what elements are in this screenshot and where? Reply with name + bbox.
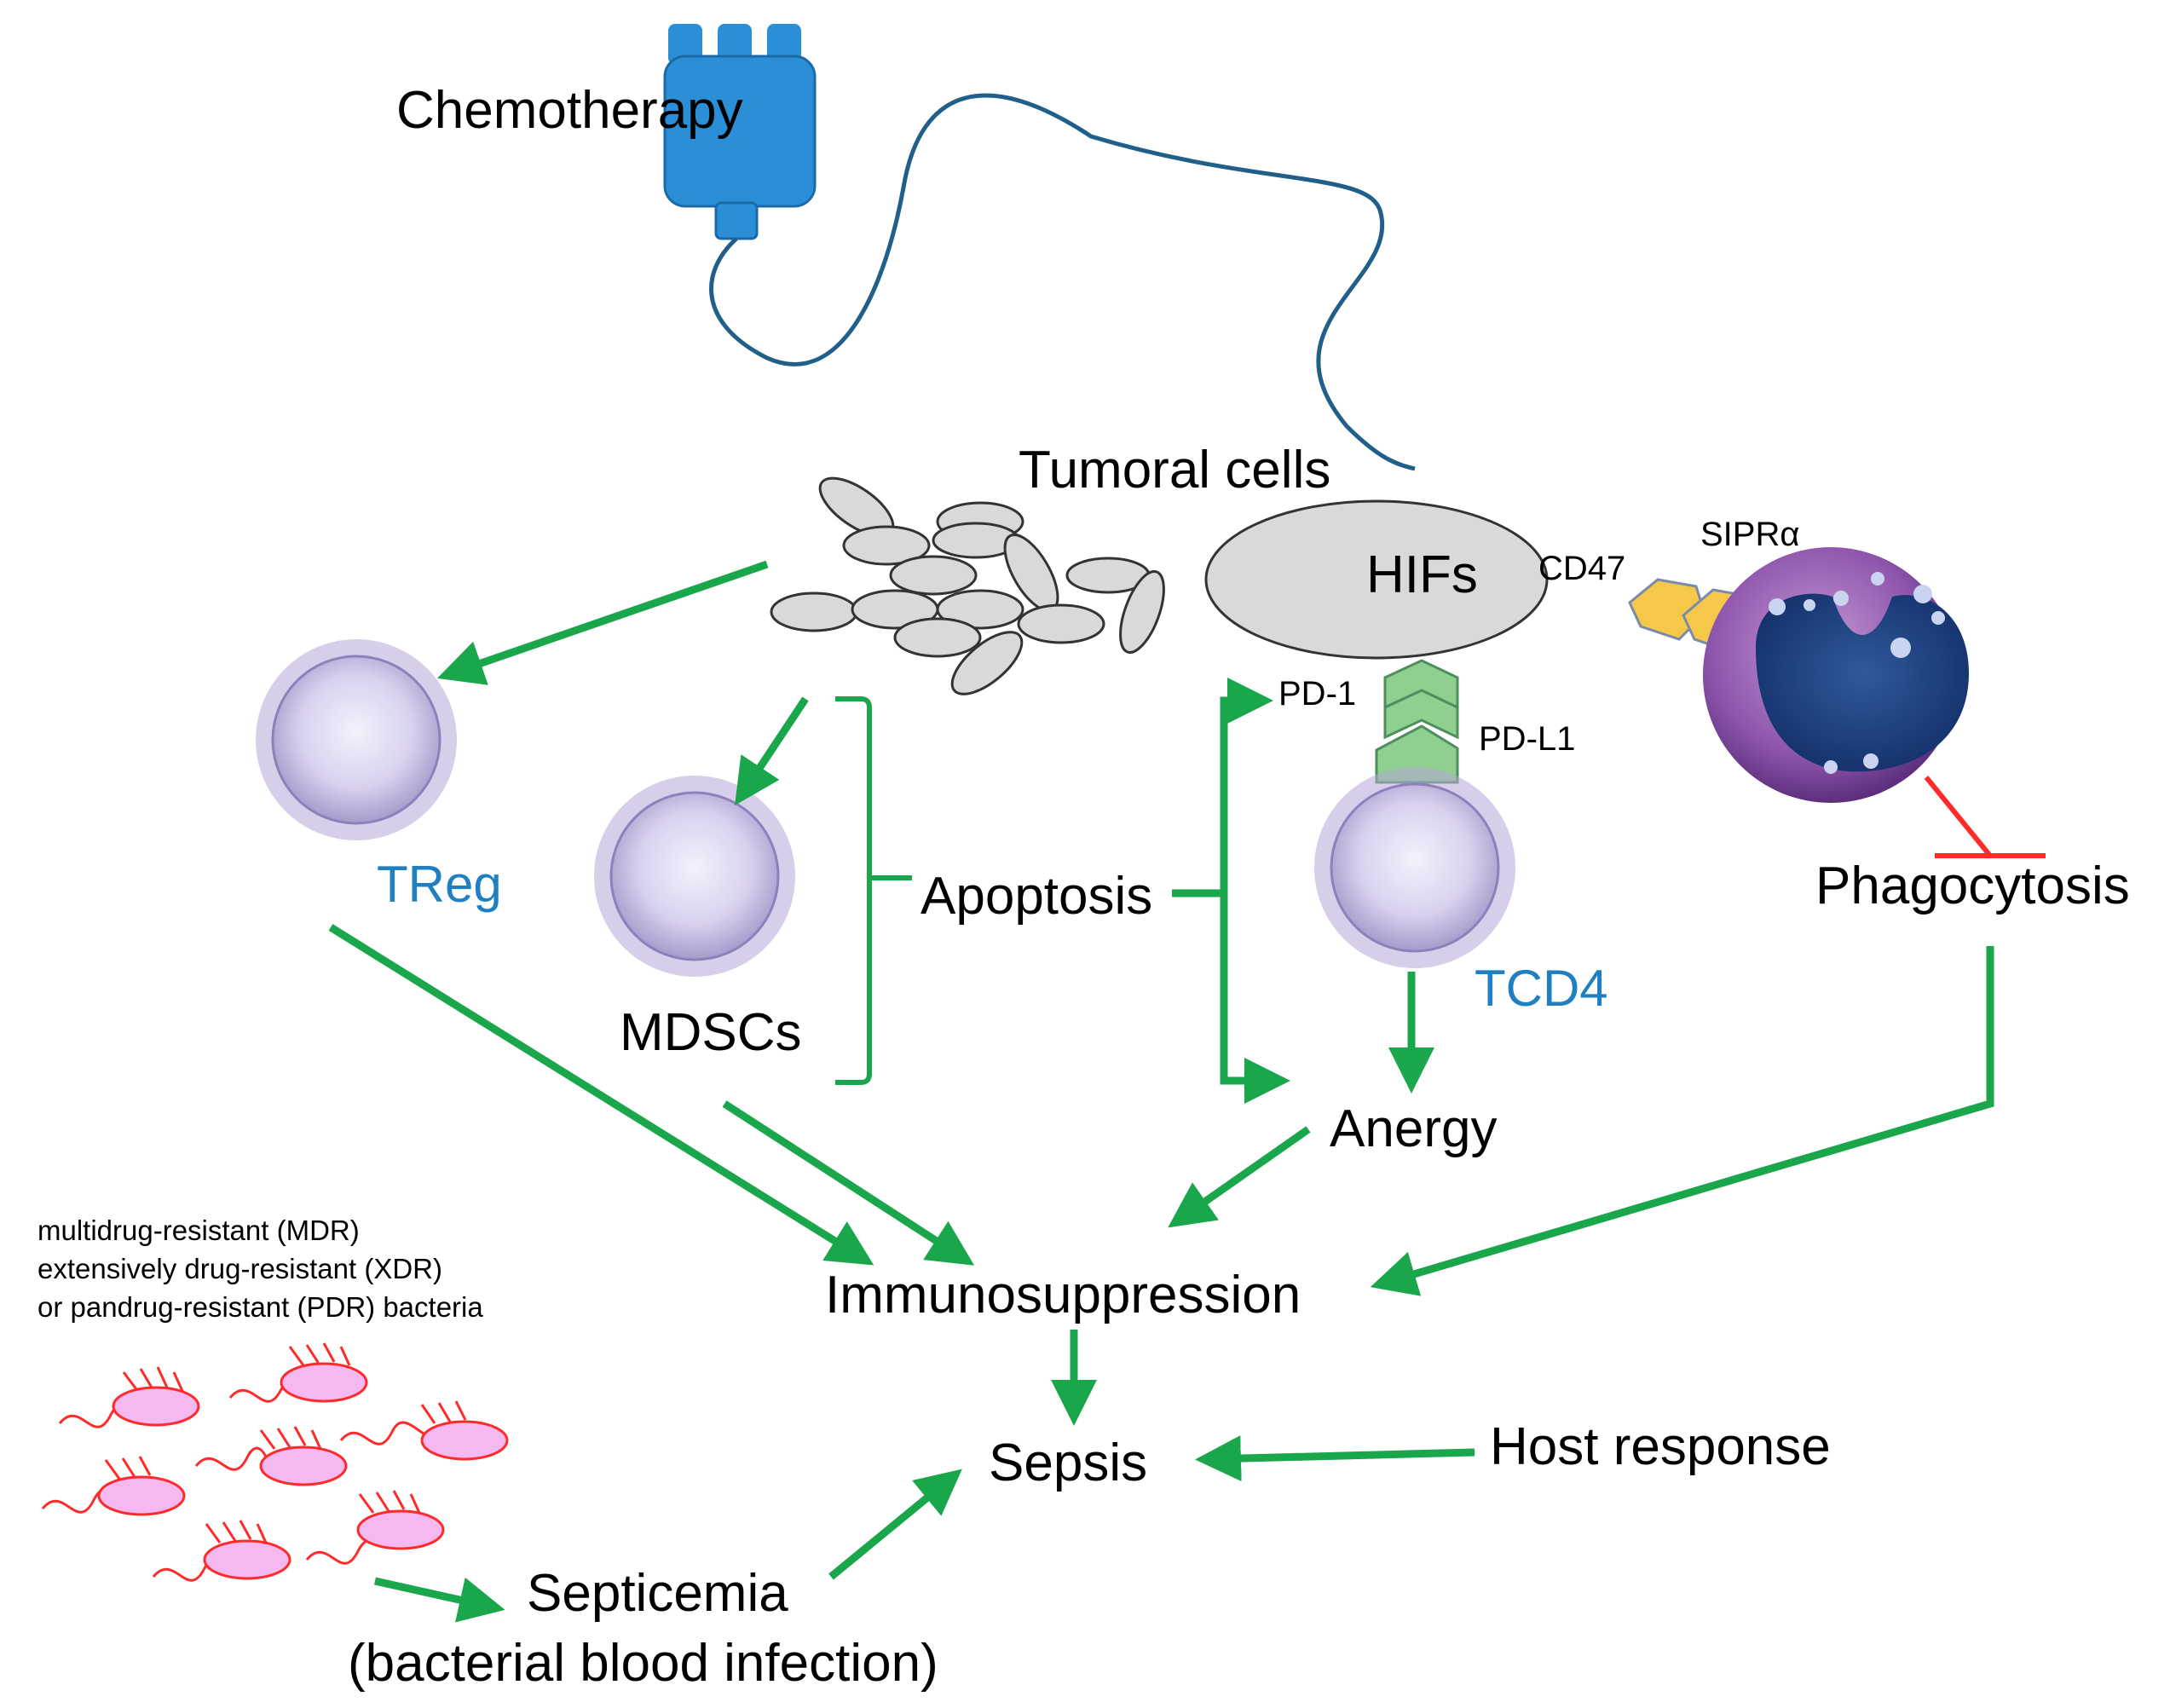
apoptosis-bracket [835, 696, 912, 1085]
macrophage-icon [1703, 547, 1969, 803]
phagocytosis-label: Phagocytosis [1815, 857, 2130, 915]
bacteria-line-3: or pandrug-resistant (PDR) bacteria [38, 1291, 483, 1323]
mdscs-label: MDSCs [620, 1003, 802, 1062]
phagocytosis-to-immunosuppression-arrow [1370, 946, 1994, 1296]
tumoral-cells-cluster [770, 476, 1165, 695]
septicemia-label: Septicemia [527, 1564, 788, 1623]
immunosuppression-label: Immunosuppression [825, 1266, 1301, 1324]
mdscs-to-immunosuppression-arrow [722, 1100, 975, 1266]
mdscs-cell-icon [594, 776, 795, 977]
septicemia-sub-label: (bacterial blood infection) [348, 1634, 938, 1693]
apoptosis-label: Apoptosis [921, 867, 1152, 926]
iv-bag-icon [663, 24, 817, 240]
apoptosis-anergy-arrow [1220, 893, 1290, 1104]
tcd4-cell-icon [1314, 767, 1515, 968]
sepsis-label: Sepsis [989, 1434, 1147, 1492]
iv-tube [709, 93, 1416, 471]
apoptosis-pd1-arrow [1172, 678, 1273, 897]
treg-to-immunosuppression-arrow [328, 924, 874, 1266]
bacteria-line-1: multidrug-resistant (MDR) [38, 1215, 360, 1246]
anergy-label: Anergy [1330, 1099, 1497, 1158]
bacteria-group-icon [41, 1342, 509, 1582]
tumor-to-treg-arrow [436, 560, 769, 685]
tumor-to-mdscs-arrow [735, 696, 809, 805]
bacteria-line-2: extensively drug-resistant (XDR) [38, 1253, 442, 1284]
bacteria-to-septicemia-arrow [374, 1577, 505, 1623]
hifs-cell [1204, 499, 1549, 660]
phagocytosis-inhibition [1924, 776, 1993, 857]
chemotherapy-label: Chemotherapy [396, 81, 743, 140]
pd1-label: PD-1 [1278, 675, 1356, 713]
treg-cell-icon [256, 639, 457, 840]
host-response-to-sepsis-arrow [1195, 1435, 1475, 1482]
treg-label: TReg [377, 856, 502, 913]
host-response-label: Host response [1490, 1417, 1831, 1476]
hifs-label: HIFs [1366, 545, 1478, 604]
tumoral-cells-label: Tumoral cells [1019, 441, 1330, 499]
anergy-to-immunosuppression-arrow [1168, 1126, 1311, 1228]
cd47-label: CD47 [1538, 550, 1625, 587]
tcd4-label: TCD4 [1475, 960, 1608, 1017]
septicemia-to-sepsis-arrow [828, 1469, 962, 1580]
pdl1-label: PD-L1 [1479, 720, 1575, 758]
sipra-label: SIPRα [1700, 516, 1799, 553]
pd1-pdl1-receptor-icon [1375, 659, 1459, 784]
